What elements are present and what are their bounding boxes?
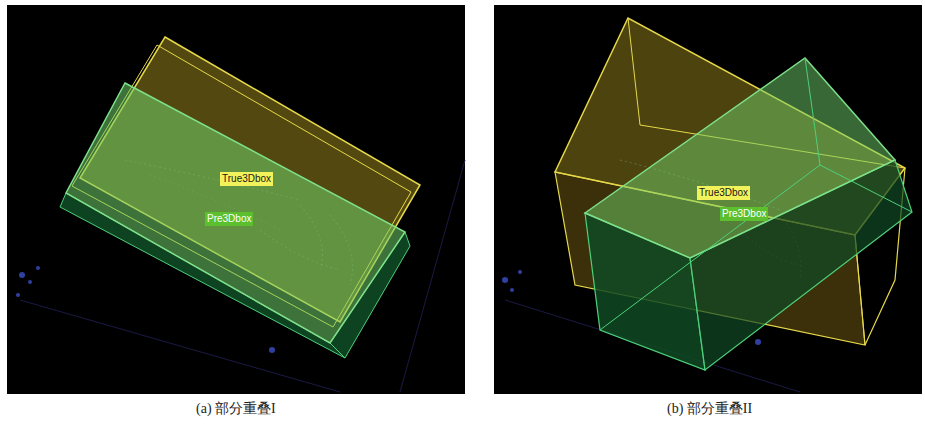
true-box-tag: True3Dbox — [220, 172, 273, 186]
pred-box-tag: Pre3Dbox — [720, 207, 768, 221]
panel-b-background — [494, 5, 922, 394]
panel-a-background — [7, 5, 465, 394]
pred-3d-box — [60, 83, 410, 358]
true-box-tag: True3Dbox — [697, 186, 750, 200]
subfigure-caption: (b) 部分重叠II — [667, 400, 752, 418]
pred-3d-box — [585, 58, 912, 370]
pred-box-tag: Pre3Dbox — [205, 212, 253, 226]
subfigure-caption: (a) 部分重叠I — [196, 400, 276, 418]
